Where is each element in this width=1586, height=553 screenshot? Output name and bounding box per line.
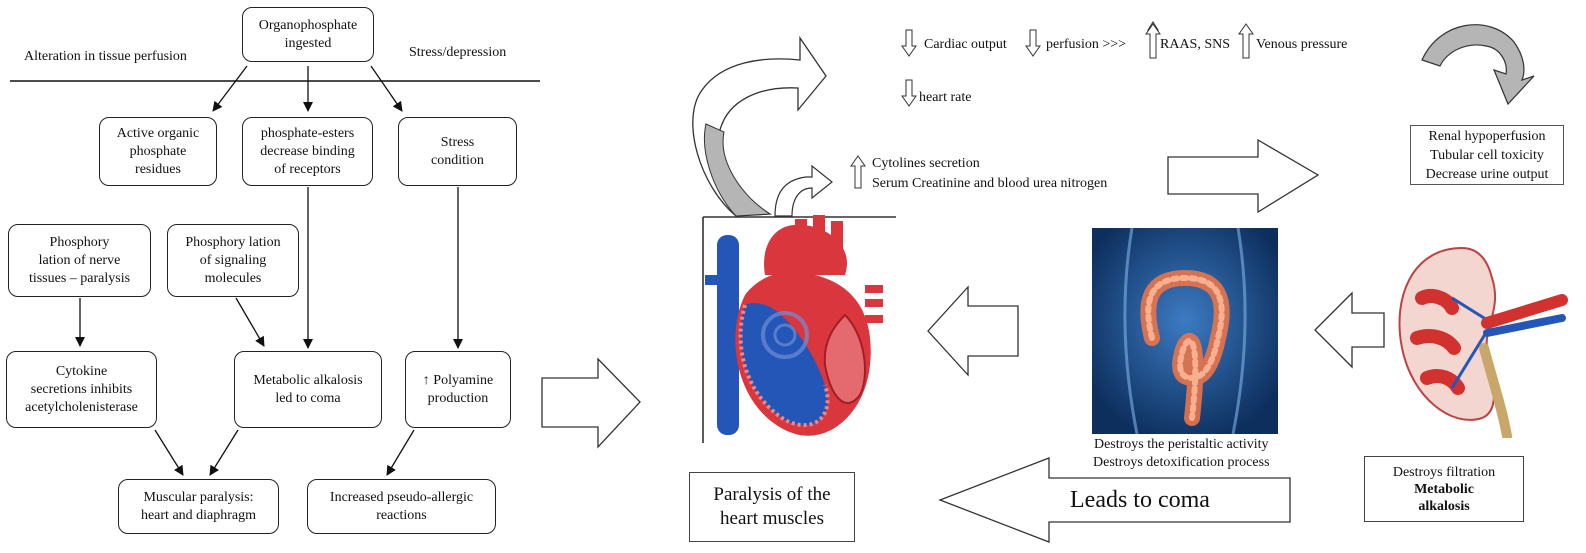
perfusion-label: perfusion >>>	[1046, 36, 1126, 54]
curved-arrow-right-icon	[1422, 25, 1534, 104]
heart-illustration	[705, 215, 895, 455]
block-arrow-icon	[542, 359, 640, 447]
kidney-illustration	[1392, 238, 1572, 438]
paralysis-heart-box: Paralysis of the heart muscles	[689, 472, 855, 542]
cytolines-label: Cytolines secretion	[872, 155, 980, 173]
filtration-box: Destroys filtration Metabolic alkalosis	[1364, 456, 1524, 522]
coma-label: Leads to coma	[1070, 485, 1210, 515]
colon-illustration	[1092, 228, 1278, 434]
filtration-label: Destroys filtration	[1393, 464, 1495, 481]
renal-block-arrow-icon	[1168, 140, 1318, 212]
small-curved-arrow-icon	[775, 166, 832, 216]
peristaltic-label: Destroys the peristaltic activity Destro…	[1093, 436, 1270, 472]
creatinine-label: Serum Creatinine and blood urea nitrogen	[872, 175, 1107, 193]
heart-block-arrow-icon	[928, 287, 1018, 375]
curved-arrow-shade	[704, 124, 770, 216]
kidney-block-arrow-icon	[1315, 293, 1384, 367]
cardiac-output-label: Cardiac output	[924, 36, 1007, 54]
venous-label: Venous pressure	[1256, 36, 1347, 54]
metabolic-alkalosis-label: Metabolic alkalosis	[1414, 481, 1474, 515]
raas-label: RAAS, SNS	[1160, 36, 1230, 54]
heart-rate-label: heart rate	[919, 89, 971, 107]
renal-box: Renal hypoperfusion Tubular cell toxicit…	[1410, 125, 1564, 185]
